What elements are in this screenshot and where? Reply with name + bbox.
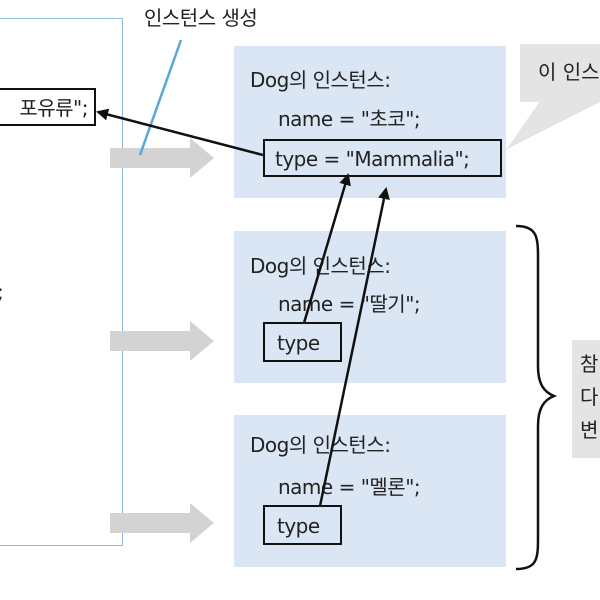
caption-pointer-line bbox=[138, 39, 183, 156]
note-right-line-3: 변 bbox=[580, 418, 599, 442]
instance-3-type-box: type bbox=[263, 505, 342, 545]
note-callout-tail-body bbox=[506, 101, 575, 150]
class-semicolon: ; bbox=[0, 280, 4, 304]
class-static-field-box: 포유류"; bbox=[0, 88, 96, 126]
instance-1-name: name = "초코"; bbox=[278, 107, 421, 131]
instance-1-type-box: type = "Mammalia"; bbox=[263, 139, 502, 177]
instance-panel-1 bbox=[234, 46, 506, 198]
instance-1-type-text: type = "Mammalia"; bbox=[275, 147, 470, 171]
class-box bbox=[0, 18, 123, 546]
ref-arrow-from-instance-3 bbox=[318, 187, 390, 507]
instance-3-name: name = "멜론"; bbox=[278, 475, 421, 499]
instance-panel-3 bbox=[234, 415, 506, 567]
class-static-field-text: 포유류"; bbox=[19, 96, 88, 120]
note-right-line-1: 참 bbox=[580, 352, 599, 376]
caption-create-instance: 인스턴스 생성 bbox=[144, 6, 258, 30]
ref-arrow-from-instance-2 bbox=[302, 173, 351, 324]
creation-arrow-1 bbox=[110, 138, 214, 178]
instance-3-title: Dog의 인스턴스: bbox=[250, 433, 391, 457]
ref-arrow-to-class bbox=[96, 108, 264, 157]
note-top-right: 이 인스 bbox=[520, 44, 600, 102]
note-callout-tail bbox=[505, 101, 600, 150]
creation-arrow-3 bbox=[110, 503, 214, 543]
instance-2-name: name = "딸기"; bbox=[278, 292, 421, 316]
grouping-brace bbox=[515, 224, 558, 571]
instance-2-type-box: type bbox=[263, 322, 342, 362]
instance-2-type-text: type bbox=[277, 331, 320, 355]
instance-panel-2 bbox=[234, 231, 506, 383]
instance-1-title: Dog의 인스턴스: bbox=[250, 68, 391, 92]
note-right-line-2: 다 bbox=[580, 385, 599, 409]
note-right: 참 다 변 bbox=[572, 340, 600, 458]
note-top-right-text: 이 인스 bbox=[538, 60, 600, 84]
instance-3-type-text: type bbox=[277, 514, 320, 538]
creation-arrow-2 bbox=[110, 321, 214, 361]
